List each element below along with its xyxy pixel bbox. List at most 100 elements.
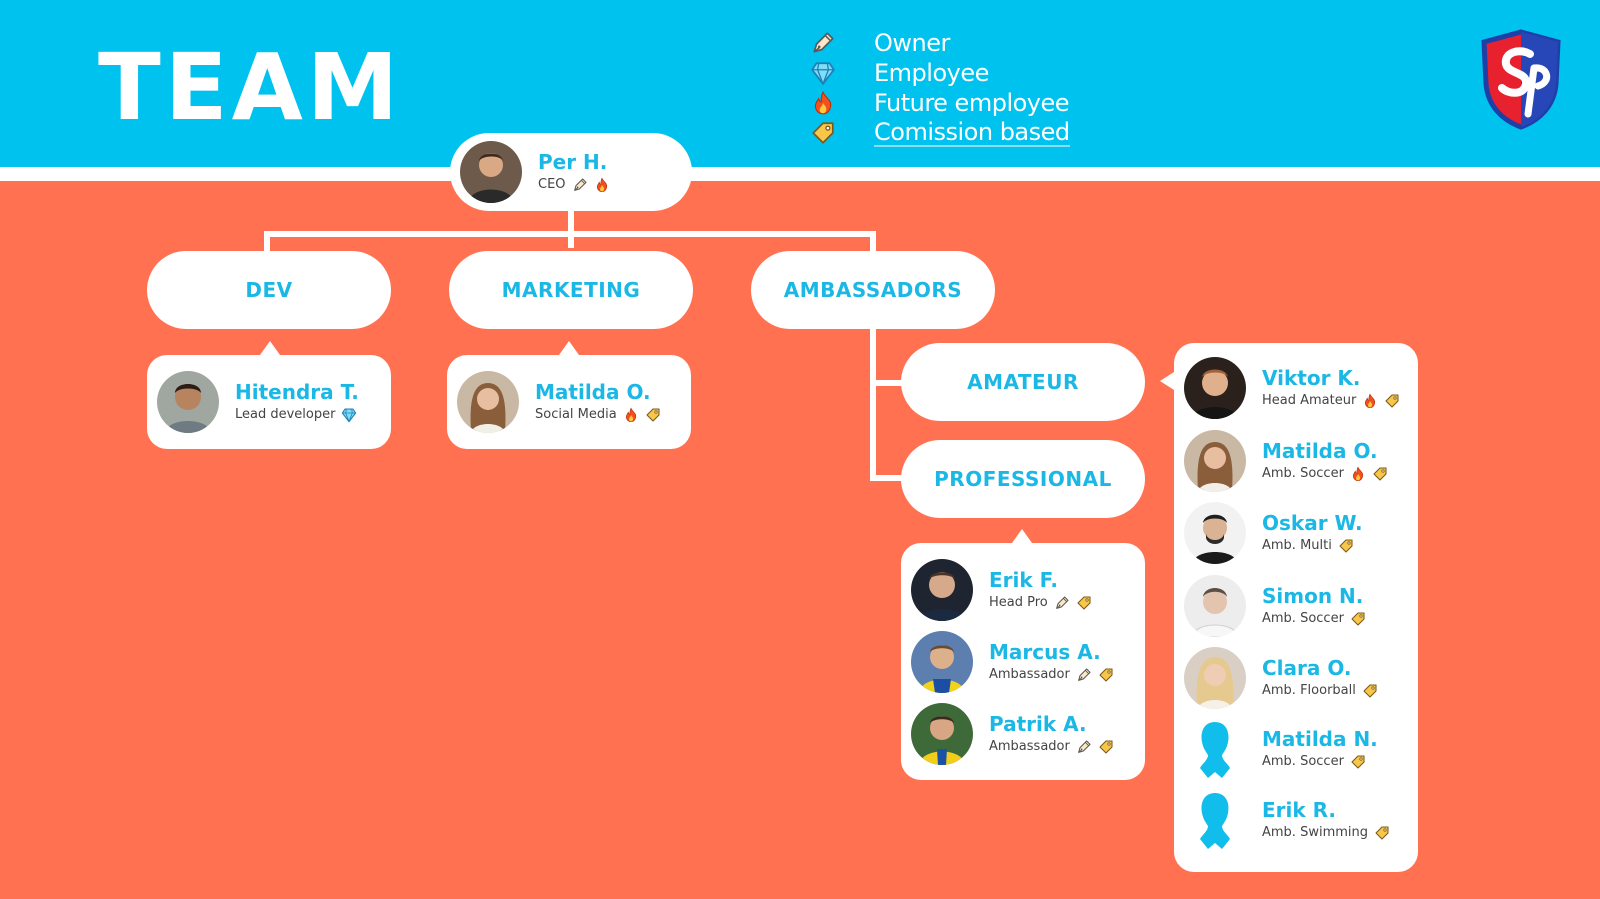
avatar bbox=[1184, 430, 1246, 492]
fire-icon bbox=[1362, 393, 1378, 409]
card-pointer bbox=[1012, 529, 1032, 543]
person-info: Viktor K. Head Amateur bbox=[1262, 367, 1400, 410]
person-role: Social Media bbox=[535, 406, 617, 422]
team-member: Viktor K. Head Amateur bbox=[1184, 357, 1400, 419]
group-amateur[interactable]: AMATEUR bbox=[901, 343, 1145, 421]
person-name: Oskar W. bbox=[1262, 510, 1363, 535]
person-info: Simon N. Amb. Soccer bbox=[1262, 585, 1366, 628]
professional-members-card[interactable]: Erik F. Head Pro Marcus A. Ambassador Pa… bbox=[901, 543, 1145, 780]
header-divider bbox=[0, 167, 1600, 181]
legend-label: Owner bbox=[874, 29, 950, 57]
pen-icon bbox=[1054, 595, 1070, 611]
person-role: Head Amateur bbox=[1262, 392, 1357, 408]
person-name: Matilda O. bbox=[1262, 438, 1378, 463]
connector-line bbox=[870, 326, 876, 481]
person-info: Patrik A. Ambassador bbox=[989, 713, 1114, 756]
fire-icon bbox=[808, 89, 838, 117]
person-info: Oskar W. Amb. Multi bbox=[1262, 512, 1363, 555]
person-role: Amb. Soccer bbox=[1262, 753, 1344, 769]
person-role: Ambassador bbox=[989, 666, 1070, 682]
diamond-icon bbox=[808, 59, 838, 87]
person-role-row: Amb. Soccer bbox=[1262, 753, 1378, 771]
tag-icon bbox=[1372, 466, 1388, 482]
team-member: Matilda N. Amb. Soccer bbox=[1184, 718, 1378, 780]
person-role: Amb. Floorball bbox=[1262, 682, 1356, 698]
tag-icon bbox=[1098, 739, 1114, 755]
legend-item-employee: Employee bbox=[808, 58, 1070, 88]
connector-line bbox=[264, 231, 876, 237]
card-pointer bbox=[559, 341, 579, 355]
person-role-row: Amb. Soccer bbox=[1262, 465, 1388, 483]
person-role-row: Social Media bbox=[535, 406, 661, 424]
legend-item-future-employee: Future employee bbox=[808, 88, 1070, 118]
person-role: Ambassador bbox=[989, 738, 1070, 754]
card-pointer bbox=[260, 341, 280, 355]
person-role-row: CEO bbox=[538, 176, 610, 194]
person-name: Hitendra T. bbox=[235, 379, 359, 404]
connector-line bbox=[870, 380, 906, 386]
avatar bbox=[1184, 502, 1246, 564]
avatar bbox=[1184, 718, 1246, 780]
person-role-row: Amb. Swimming bbox=[1262, 824, 1390, 842]
person-role-row: Amb. Multi bbox=[1262, 537, 1363, 555]
tag-icon bbox=[1384, 393, 1400, 409]
department-ambassadors[interactable]: AMBASSADORS bbox=[751, 251, 995, 329]
company-logo bbox=[1478, 28, 1564, 130]
department-dev[interactable]: DEV bbox=[147, 251, 391, 329]
person-name: Per H. bbox=[538, 149, 608, 174]
avatar bbox=[1184, 357, 1246, 419]
person-name: Erik F. bbox=[989, 567, 1058, 592]
tag-icon bbox=[1076, 595, 1092, 611]
legend-label: Employee bbox=[874, 59, 989, 87]
avatar bbox=[157, 371, 219, 433]
ceo-card[interactable]: Per H. CEO bbox=[450, 133, 692, 211]
tag-icon bbox=[808, 119, 838, 147]
tag-icon bbox=[1350, 754, 1366, 770]
pen-icon bbox=[572, 177, 588, 193]
person-role-row: Amb. Floorball bbox=[1262, 682, 1378, 700]
person-role-row: Amb. Soccer bbox=[1262, 610, 1366, 628]
person-name: Simon N. bbox=[1262, 583, 1364, 608]
tag-icon bbox=[1350, 611, 1366, 627]
person-info: Matilda O. Amb. Soccer bbox=[1262, 440, 1388, 483]
person-info: Matilda O. Social Media bbox=[535, 381, 661, 424]
person-name: Patrik A. bbox=[989, 711, 1087, 736]
person-role: Amb. Multi bbox=[1262, 537, 1332, 553]
placeholder-person-icon bbox=[1200, 793, 1230, 849]
dev-member-card[interactable]: Hitendra T. Lead developer bbox=[147, 355, 391, 449]
tag-icon bbox=[1338, 538, 1354, 554]
tag-icon bbox=[1098, 667, 1114, 683]
legend: Owner Employee Future employee Comission… bbox=[808, 28, 1070, 148]
team-member: Hitendra T. Lead developer bbox=[157, 371, 359, 433]
avatar bbox=[911, 703, 973, 765]
card-pointer bbox=[1160, 372, 1174, 390]
amateur-members-card[interactable]: Viktor K. Head Amateur Matilda O. Amb. S… bbox=[1174, 343, 1418, 872]
team-member: Erik R. Amb. Swimming bbox=[1184, 789, 1390, 851]
team-member: Matilda O. Amb. Soccer bbox=[1184, 430, 1388, 492]
person-role: Lead developer bbox=[235, 406, 336, 422]
group-professional[interactable]: PROFESSIONAL bbox=[901, 440, 1145, 518]
person-role-row: Lead developer bbox=[235, 406, 359, 424]
person-role-row: Ambassador bbox=[989, 666, 1114, 684]
person-info: Matilda N. Amb. Soccer bbox=[1262, 728, 1378, 771]
pen-icon bbox=[808, 29, 838, 57]
legend-label: Comission based bbox=[874, 118, 1070, 147]
team-member: Patrik A. Ambassador bbox=[911, 703, 1114, 765]
department-marketing[interactable]: MARKETING bbox=[449, 251, 693, 329]
person-name: Clara O. bbox=[1262, 655, 1352, 680]
person-role: Head Pro bbox=[989, 594, 1048, 610]
team-member: Matilda O. Social Media bbox=[457, 371, 661, 433]
person-role: CEO bbox=[538, 176, 566, 192]
marketing-member-card[interactable]: Matilda O. Social Media bbox=[447, 355, 691, 449]
avatar bbox=[1184, 575, 1246, 637]
diamond-icon bbox=[341, 407, 357, 423]
fire-icon bbox=[1350, 466, 1366, 482]
legend-label: Future employee bbox=[874, 89, 1070, 117]
team-member: Marcus A. Ambassador bbox=[911, 631, 1114, 693]
person-role-row: Head Amateur bbox=[1262, 392, 1400, 410]
header-banner bbox=[0, 0, 1600, 167]
connector-line bbox=[568, 208, 574, 248]
placeholder-person-icon bbox=[1200, 722, 1230, 778]
fire-icon bbox=[594, 177, 610, 193]
person-role-row: Head Pro bbox=[989, 594, 1092, 612]
